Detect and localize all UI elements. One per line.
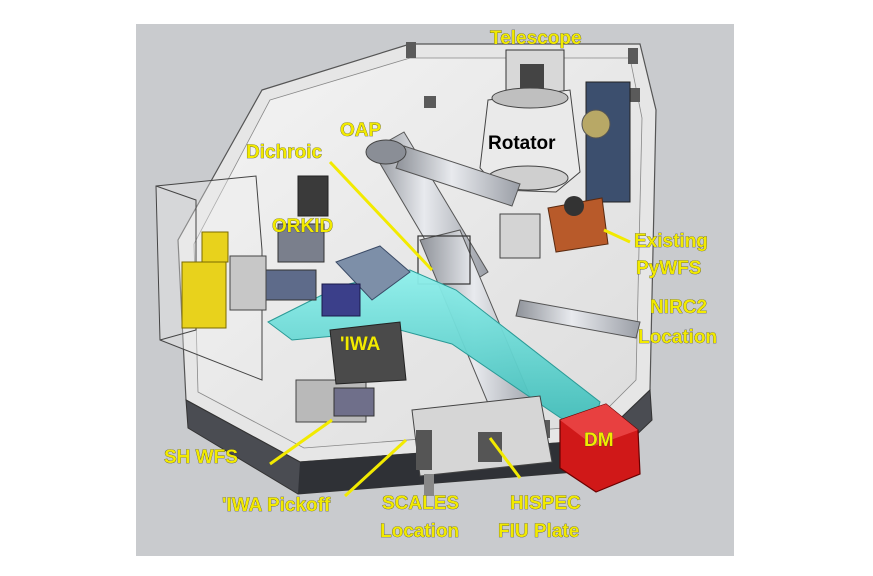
sh-wfs-hardware	[181, 231, 375, 423]
label-pywfs: PyWFS	[636, 258, 701, 279]
label-iwa-pickoff: 'IWA Pickoff	[222, 495, 331, 516]
pywfs-hardware	[547, 196, 609, 253]
label-dm: DM	[584, 430, 614, 451]
label-fiu-plate: FIU Plate	[498, 521, 579, 542]
label-dichroic: Dichroic	[246, 142, 322, 163]
label-scales: SCALES	[382, 493, 459, 514]
label-iwa: 'IWA	[340, 334, 381, 355]
callout-lines	[269, 160, 631, 498]
label-nirc2-location: Location	[638, 327, 717, 348]
iwa-module	[321, 283, 407, 385]
fiu-plate	[411, 395, 553, 496]
label-oap: OAP	[340, 120, 382, 141]
label-scales-location: Location	[380, 521, 459, 542]
label-telescope: Telescope	[490, 28, 582, 49]
orkid-instrument	[263, 175, 329, 301]
label-existing: Existing	[634, 231, 708, 252]
label-rotator: Rotator	[488, 133, 556, 154]
rotator-assembly	[479, 49, 631, 203]
label-orkid: ORKID	[272, 216, 333, 237]
label-nirc2: NIRC2	[650, 297, 707, 318]
label-hispec: HISPEC	[510, 493, 581, 514]
label-sh-wfs: SH WFS	[164, 447, 238, 468]
dm-hardware	[559, 403, 641, 493]
